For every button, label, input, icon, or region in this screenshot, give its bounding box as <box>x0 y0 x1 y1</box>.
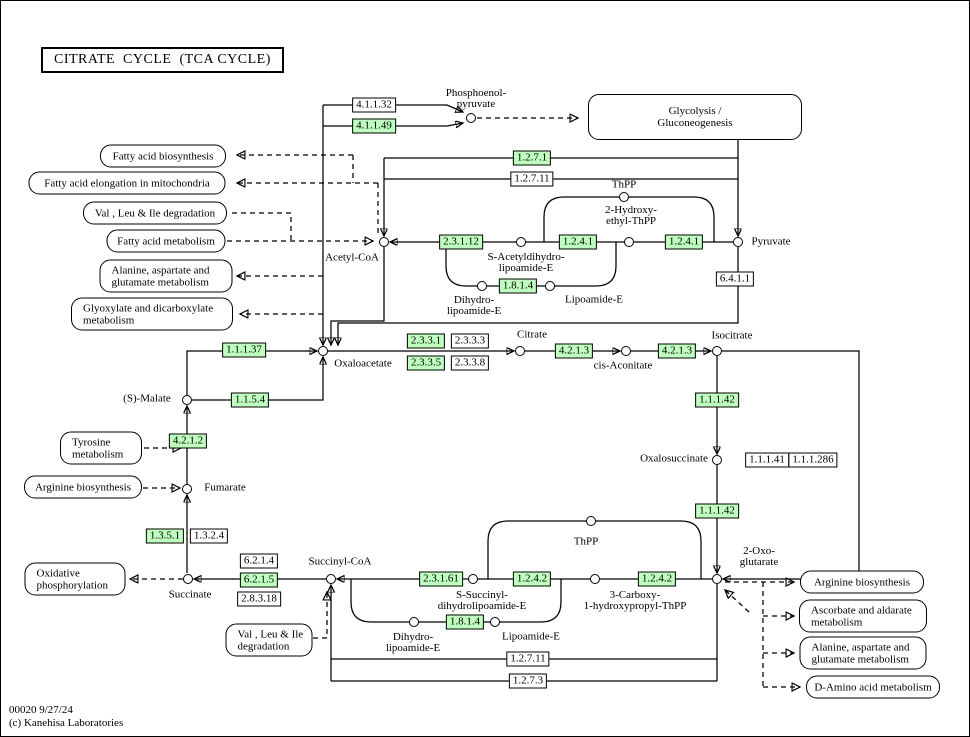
enzyme-box-4.1.1.32[interactable]: 4.1.1.32 <box>352 97 396 113</box>
compound-label-thpp-pdh: ThPP <box>611 178 637 191</box>
enzyme-box-1.1.5.4[interactable]: 1.1.5.4 <box>230 392 270 408</box>
pathway-link-glycolysis-gluconeogenesis[interactable]: Glycolysis / Gluconeogenesis <box>588 94 802 140</box>
enzyme-box-1.2.7.3[interactable]: 1.2.7.3 <box>508 673 548 689</box>
compound-label-succinyl-coa: Succinyl-CoA <box>308 555 372 568</box>
enzyme-box-1.1.1.42[interactable]: 1.1.1.42 <box>695 392 739 408</box>
compound-node-lipoamide-e-ogdh[interactable] <box>490 617 500 627</box>
compound-label-dihydrolipoamide-e-ogdh: Dihydro- lipoamide-E <box>385 631 441 654</box>
compound-node-s-succinyl-dihydrolipoamide-e[interactable] <box>468 574 478 584</box>
compound-label-acetyl-coa: Acetyl-CoA <box>325 251 379 264</box>
compound-node-oxaloacetate[interactable] <box>318 346 328 356</box>
enzyme-box-6.4.1.1[interactable]: 6.4.1.1 <box>715 271 755 287</box>
enzyme-box-6.2.1.5[interactable]: 6.2.1.5 <box>239 572 279 588</box>
compound-node-dihydrolipoamide-e-pdh[interactable] <box>477 281 487 291</box>
enzyme-box-1.2.4.1[interactable]: 1.2.4.1 <box>558 234 598 250</box>
compound-node-3-carboxy-1-hydroxypropyl-thpp[interactable] <box>590 574 600 584</box>
enzyme-box-2.3.3.1[interactable]: 2.3.3.1 <box>406 333 446 349</box>
compound-node-citrate[interactable] <box>515 346 525 356</box>
pathway-link-ascorbate-aldarate-metabolism[interactable]: Ascorbate and aldarate metabolism <box>799 599 927 633</box>
enzyme-box-1.1.1.42[interactable]: 1.1.1.42 <box>695 503 739 519</box>
enzyme-box-2.8.3.18[interactable]: 2.8.3.18 <box>237 591 281 607</box>
compound-label-isocitrate: Isocitrate <box>711 329 753 342</box>
compound-node-2-hydroxyethyl-thpp[interactable] <box>624 237 634 247</box>
pathway-link-fatty-acid-metabolism[interactable]: Fatty acid metabolism <box>106 229 226 253</box>
pathway-link-arginine-biosynthesis-right[interactable]: Arginine biosynthesis <box>800 570 924 594</box>
compound-node-cis-aconitate[interactable] <box>621 346 631 356</box>
enzyme-box-2.3.1.61[interactable]: 2.3.1.61 <box>419 571 463 587</box>
enzyme-box-2.3.3.8[interactable]: 2.3.3.8 <box>450 355 490 371</box>
map-title: CITRATE CYCLE (TCA CYCLE) <box>41 47 284 73</box>
compound-label-succinate: Succinate <box>168 588 212 601</box>
enzyme-box-1.2.7.11[interactable]: 1.2.7.11 <box>506 651 550 667</box>
pathway-link-arginine-biosynthesis-left[interactable]: Arginine biosynthesis <box>24 475 142 499</box>
enzyme-box-1.8.1.4[interactable]: 1.8.1.4 <box>445 614 485 630</box>
compound-label-s-succinyl-dihydrolipoamide-e: S-Succinyl- dihydrolipoamide-E <box>437 589 527 612</box>
enzyme-box-1.8.1.4[interactable]: 1.8.1.4 <box>498 278 538 294</box>
compound-node-s-malate[interactable] <box>182 395 192 405</box>
compound-label-oxaloacetate: Oxaloacetate <box>334 357 392 370</box>
enzyme-box-1.3.2.4[interactable]: 1.3.2.4 <box>189 528 229 544</box>
enzyme-box-6.2.1.4[interactable]: 6.2.1.4 <box>239 553 279 569</box>
pathway-link-alanine-aspartate-glutamate-metabolism-right[interactable]: Alanine, aspartate and glutamate metabol… <box>799 636 927 670</box>
compound-label-thpp-ogdh: ThPP <box>573 535 599 548</box>
pathway-link-tyrosine-metabolism[interactable]: Tyrosine metabolism <box>60 431 142 465</box>
enzyme-box-1.1.1.286[interactable]: 1.1.1.286 <box>788 452 838 468</box>
compound-label-lipoamide-e-pdh: Lipoamide-E <box>564 293 624 306</box>
compound-label-fumarate: Fumarate <box>204 481 246 494</box>
pathway-link-alanine-aspartate-glutamate-metabolism-left[interactable]: Alanine, aspartate and glutamate metabol… <box>99 259 233 293</box>
compound-label-2-oxoglutarate: 2-Oxo- glutarate <box>739 545 779 568</box>
compound-label-cis-aconitate: cis-Aconitate <box>593 359 653 372</box>
enzyme-box-1.2.4.2[interactable]: 1.2.4.2 <box>637 571 677 587</box>
enzyme-box-1.2.4.1[interactable]: 1.2.4.1 <box>664 234 704 250</box>
compound-node-lipoamide-e-pdh[interactable] <box>545 281 555 291</box>
enzyme-box-2.3.3.5[interactable]: 2.3.3.5 <box>406 355 446 371</box>
enzyme-box-4.1.1.49[interactable]: 4.1.1.49 <box>352 118 396 134</box>
enzyme-box-4.2.1.3[interactable]: 4.2.1.3 <box>554 343 594 359</box>
compound-node-succinate[interactable] <box>183 574 193 584</box>
pathway-link-glyoxylate-dicarboxylate-metabolism[interactable]: Glyoxylate and dicarboxylate metabolism <box>71 297 233 331</box>
compound-label-2-hydroxyethyl-thpp: 2-Hydroxy- ethyl-ThPP <box>605 204 657 227</box>
enzyme-box-1.1.1.41[interactable]: 1.1.1.41 <box>745 452 789 468</box>
pathway-link-val-leu-ile-degradation-lower[interactable]: Val , Leu & Ile degradation <box>225 623 313 657</box>
enzyme-box-2.3.3.3[interactable]: 2.3.3.3 <box>450 333 490 349</box>
compound-node-thpp-ogdh[interactable] <box>586 516 596 526</box>
compound-node-phosphoenolpyruvate[interactable] <box>466 113 476 123</box>
compound-label-citrate: Citrate <box>517 328 547 341</box>
compound-label-pyruvate: Pyruvate <box>751 235 791 248</box>
enzyme-box-1.2.7.1[interactable]: 1.2.7.1 <box>512 150 552 166</box>
compound-node-dihydrolipoamide-e-ogdh[interactable] <box>409 617 419 627</box>
compound-node-isocitrate[interactable] <box>712 346 722 356</box>
compound-node-pyruvate[interactable] <box>733 237 743 247</box>
pathway-link-val-leu-ile-degradation-upper[interactable]: Val , Leu & Ile degradation <box>83 201 227 225</box>
pathway-link-d-amino-acid-metabolism[interactable]: D-Amino acid metabolism <box>806 675 940 699</box>
compound-label-s-acetyldihydrolipoamide-e: S-Acetyldihydro- lipoamide-E <box>487 251 565 274</box>
compound-node-oxalosuccinate[interactable] <box>712 455 722 465</box>
compound-label-lipoamide-e-ogdh: Lipoamide-E <box>501 630 561 643</box>
compound-label-dihydrolipoamide-e-pdh: Dihydro- lipoamide-E <box>446 294 502 317</box>
enzyme-box-1.3.5.1[interactable]: 1.3.5.1 <box>145 528 185 544</box>
dashed-edges <box>130 118 800 687</box>
enzyme-box-1.2.4.2[interactable]: 1.2.4.2 <box>512 571 552 587</box>
enzyme-box-4.2.1.3[interactable]: 4.2.1.3 <box>657 343 697 359</box>
map-id-date: 00020 9/27/24 <box>9 704 73 716</box>
enzyme-box-1.2.7.11[interactable]: 1.2.7.11 <box>510 171 554 187</box>
compound-node-s-acetyldihydrolipoamide-e[interactable] <box>516 237 526 247</box>
copyright: (c) Kanehisa Laboratories <box>9 717 124 729</box>
compound-node-succinyl-coa[interactable] <box>326 574 336 584</box>
compound-label-oxalosuccinate: Oxalosuccinate <box>640 452 708 465</box>
compound-node-acetyl-coa[interactable] <box>379 237 389 247</box>
pathway-link-fatty-acid-biosynthesis[interactable]: Fatty acid biosynthesis <box>100 144 226 168</box>
compound-node-2-oxoglutarate[interactable] <box>712 574 722 584</box>
enzyme-box-1.1.1.37[interactable]: 1.1.1.37 <box>222 342 266 358</box>
enzyme-box-4.2.1.2[interactable]: 4.2.1.2 <box>168 433 208 449</box>
compound-node-fumarate[interactable] <box>182 484 192 494</box>
compound-label-phosphoenolpyruvate: Phosphoenol- pyruvate <box>445 87 507 110</box>
compound-label-s-malate: (S)-Malate <box>123 392 171 405</box>
pathway-link-oxidative-phosphorylation[interactable]: Oxidative phosphorylation <box>24 562 126 596</box>
compound-label-3-carboxy-1-hydroxypropyl-thpp: 3-Carboxy- 1-hydroxypropyl-ThPP <box>583 589 687 612</box>
pathway-link-fatty-acid-elongation-in-mitochondria[interactable]: Fatty acid elongation in mitochondria <box>28 171 226 195</box>
compound-node-thpp-pdh[interactable] <box>619 192 629 202</box>
enzyme-box-2.3.1.12[interactable]: 2.3.1.12 <box>439 234 483 250</box>
